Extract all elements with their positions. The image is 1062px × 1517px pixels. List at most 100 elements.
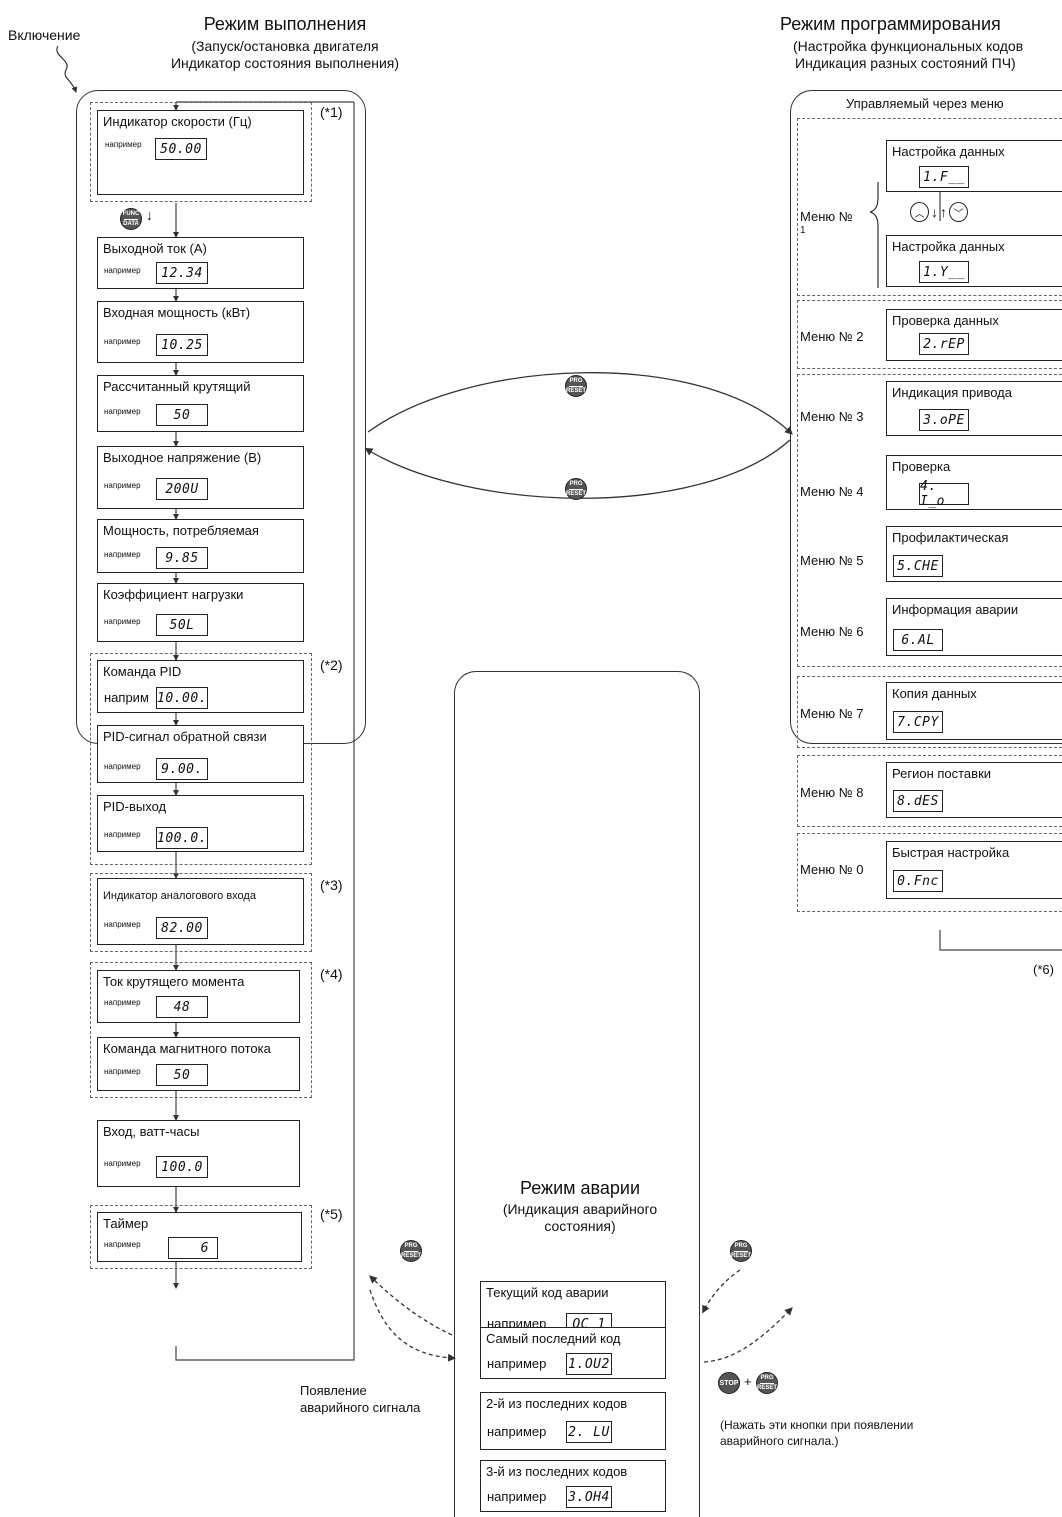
- up-key-icon[interactable]: ︿: [910, 202, 929, 222]
- box-title: Проверка данных: [892, 313, 999, 328]
- box-title: 3-й из последних кодов: [486, 1464, 628, 1479]
- lcd-data-set-y: 1.Y__: [919, 261, 969, 283]
- note-6: (*6): [1033, 962, 1054, 977]
- example-label: например: [104, 762, 141, 771]
- note-5: (*5): [320, 1206, 343, 1222]
- box-title: Индикатор аналогового входа: [103, 890, 256, 902]
- run-mode-subtitle-1: (Запуск/остановка двигателя: [191, 38, 379, 54]
- alarm-mode-title: Режим аварии: [520, 1178, 640, 1198]
- example-label: например: [104, 1159, 141, 1168]
- note-1: (*1): [320, 104, 343, 120]
- lcd-flux-command: 50: [156, 1064, 208, 1086]
- press-note-1: (Нажать эти кнопки при появлении: [720, 1418, 914, 1432]
- example-label: например: [104, 266, 141, 275]
- run-box-load-factor: Коэффициент нагрузки например 50L: [97, 583, 304, 642]
- prog-to-alarm-arrow: [702, 1269, 741, 1314]
- box-title: Индикация привода: [892, 385, 1012, 400]
- run-box-flux-command: Команда магнитного потока например 50: [97, 1037, 300, 1091]
- menu-5-label: Меню № 5: [800, 553, 864, 568]
- prog-box-data-check: Проверка данных 2.rEP: [886, 309, 1062, 361]
- alarm-mode-subtitle-2: состояния): [544, 1218, 616, 1234]
- example-label: например: [487, 1489, 547, 1504]
- prog-group-menu2: [797, 300, 1062, 369]
- run-box-torque-current: Ток крутящего момента например 48: [97, 970, 300, 1023]
- prog-mode-title: Режим программирования: [780, 14, 1001, 34]
- box-title: Команда PID: [103, 664, 182, 679]
- alarm-box-latest-frame: Самый последний код например 1.OU2: [480, 1327, 666, 1379]
- run-box-pid-output: PID-выход например 100.0.: [97, 795, 304, 852]
- menu1-brace: [869, 182, 879, 288]
- note-2: (*2): [320, 657, 343, 673]
- prog-group-menu7: [797, 676, 1062, 748]
- run-box-title: Индикатор скорости (Гц): [103, 114, 252, 129]
- down-key-icon[interactable]: ﹀: [949, 202, 968, 222]
- lcd-data-check: 2.rEP: [919, 333, 969, 355]
- lcd-alarm-second: 2. LU: [566, 1421, 612, 1443]
- lcd-torque-current: 48: [156, 996, 208, 1018]
- example-label: например: [104, 550, 141, 559]
- box-title: Самый последний код: [486, 1331, 621, 1346]
- lcd-pid-feedback: 9.00.: [156, 758, 208, 780]
- example-label: например: [104, 830, 141, 839]
- note-4: (*4): [320, 966, 343, 982]
- lcd-region: 8.dES: [893, 790, 943, 812]
- prog-box-data-set-y: Настройка данных 1.Y__: [886, 235, 1062, 287]
- example-label: например: [104, 617, 141, 626]
- stop-key[interactable]: STOP: [718, 1372, 740, 1394]
- run-box-pid-feedback: PID-сигнал обратной связи например 9.00.: [97, 725, 304, 783]
- menu-2-label: Меню № 2: [800, 329, 864, 344]
- example-label: например: [104, 481, 141, 490]
- run-to-prog-arrow: [367, 372, 793, 435]
- alarm-to-prog-arrow: [703, 1307, 793, 1363]
- box-title: PID-сигнал обратной связи: [103, 729, 267, 744]
- example-label: наприм: [104, 690, 149, 705]
- prog-box-quick-setup: Быстрая настройка 0.Fnc: [886, 841, 1062, 899]
- lcd-alarm-third: 3.OH4: [566, 1486, 612, 1508]
- alarm-mode-subtitle-1: (Индикация аварийного: [502, 1201, 658, 1217]
- lcd-alarm-latest: 1.OU2: [566, 1353, 612, 1375]
- run-group-5: [90, 1205, 312, 1269]
- alarm-box-third: 3-й из последних кодов например 3.OH4: [480, 1460, 666, 1512]
- lcd-power-consumed: 9.85: [156, 547, 208, 569]
- lcd-watt-hours: 100.0: [156, 1156, 208, 1178]
- power-on-label: Включение: [8, 27, 81, 43]
- lcd-quick-setup: 0.Fnc: [893, 870, 943, 892]
- box-title: Выходное напряжение (В): [103, 450, 262, 465]
- box-title: Профилактическая: [892, 530, 1009, 545]
- menu-7-label: Меню № 7: [800, 706, 864, 721]
- alarm-occurrence-2: аварийного сигнала: [300, 1400, 421, 1415]
- lcd-pid-command: 10.00.: [156, 687, 208, 709]
- power-on-arrow: [56, 45, 78, 93]
- example-label: например: [104, 337, 141, 346]
- run-mode-subtitle-2: Индикатор состояния выполнения): [170, 55, 400, 71]
- run-box-output-current: Выходной ток (А) например 12.34: [97, 237, 304, 289]
- run-box-calc-torque: Рассчитанный крутящий например 50: [97, 375, 304, 432]
- example-label: например: [104, 1240, 141, 1249]
- box-title: 2-й из последних кодов: [486, 1396, 628, 1411]
- example-label: например: [104, 998, 141, 1007]
- lcd-output-voltage: 200U: [156, 478, 208, 500]
- menu-0-label: Меню № 0: [800, 862, 864, 877]
- prog-mode-subtitle-2: Индикация разных состояний ПЧ): [795, 55, 1016, 71]
- box-title: Ток крутящего момента: [103, 974, 245, 989]
- menu-4-label: Меню № 4: [800, 484, 864, 499]
- up-arrow-icon: ↑: [940, 204, 947, 220]
- box-title: Выходной ток (А): [103, 241, 207, 256]
- note-3: (*3): [320, 877, 343, 893]
- prog-group-menu1: [797, 118, 1062, 296]
- run-group-1: [90, 102, 312, 202]
- down-arrow-icon: ↓: [931, 204, 938, 220]
- prog-mode-subtitle-1: (Настройка функциональных кодов: [793, 38, 1024, 54]
- box-title: Копия данных: [892, 686, 977, 701]
- menu-1-number: 1: [800, 225, 806, 236]
- menu-8-label: Меню № 8: [800, 785, 864, 800]
- lcd-data-copy: 7.CPY: [893, 711, 943, 733]
- menu-1-label: Меню №: [800, 209, 853, 224]
- lcd-output-current: 12.34: [156, 262, 208, 284]
